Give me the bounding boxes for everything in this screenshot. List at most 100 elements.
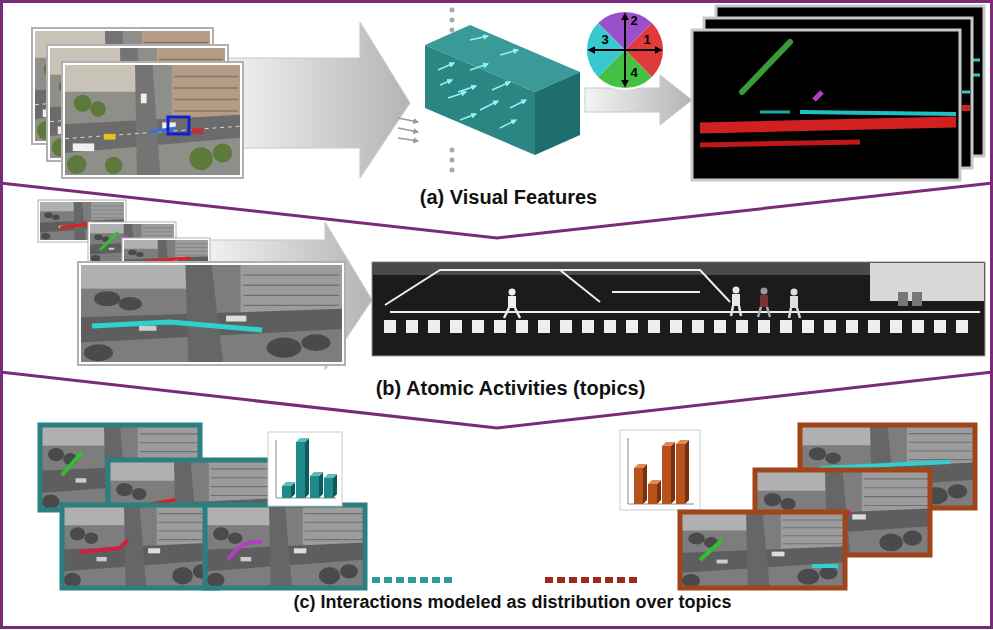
topic-histogram-teal [268, 432, 342, 506]
topic-histogram-teal [282, 482, 295, 486]
crosswalk-scene [428, 320, 440, 333]
interaction-frames-teal [205, 505, 365, 588]
grid-dots [450, 28, 455, 33]
interaction-frames-teal [228, 542, 262, 560]
crosswalk-scene [758, 320, 770, 333]
spatio-temporal-cuboid [440, 80, 452, 85]
panel-band: (b) Atomic Activities (topics) [0, 212, 993, 402]
pedestrian [509, 289, 516, 296]
motion-feature-stack [814, 92, 822, 100]
panel-caption: (a) Visual Features [420, 186, 597, 209]
direction-number: 4 [630, 66, 637, 79]
topic-histogram-teal [268, 432, 342, 506]
crosswalk-scene [692, 320, 704, 333]
ellipsis-dots-brown [593, 577, 601, 583]
panel-caption: (b) Atomic Activities (topics) [376, 377, 646, 400]
pedestrian [791, 289, 798, 296]
pedestrian [761, 288, 768, 295]
grid-dots [450, 18, 455, 23]
spatio-temporal-cuboid [448, 92, 466, 98]
spatio-temporal-cuboid [398, 118, 418, 122]
panel-band: (a) Visual Features [0, 0, 993, 212]
crosswalk-scene [846, 320, 858, 333]
pedestrian [732, 294, 740, 306]
spatio-temporal-cuboid [535, 72, 580, 155]
crosswalk-scene [626, 320, 638, 333]
topic-histogram-brown [685, 440, 689, 504]
spatio-temporal-cuboid [398, 25, 580, 155]
spatio-temporal-cuboid [398, 128, 418, 132]
interaction-frames-brown [680, 512, 845, 588]
crosswalk-scene [802, 320, 814, 333]
pedestrian [504, 287, 800, 319]
spatio-temporal-cuboid [458, 86, 476, 92]
topic-histogram-brown [620, 430, 700, 510]
grid-dots [450, 8, 455, 13]
spatio-temporal-cuboid [470, 36, 488, 40]
topic-histogram-teal [296, 442, 305, 498]
topic-histogram-teal [324, 474, 337, 478]
topic-histogram-brown [643, 464, 647, 504]
grid-dots [450, 148, 455, 153]
ellipsis-dots-brown [569, 577, 577, 583]
ellipsis-dots-brown [545, 577, 637, 583]
crosswalk-scene [898, 292, 908, 306]
video-frame-stack [62, 62, 243, 178]
video-frame-stack [38, 200, 345, 365]
interaction-frames-teal [62, 505, 217, 588]
crosswalk-scene [934, 320, 946, 333]
video-frame-stack [100, 232, 118, 250]
video-frame-stack [81, 265, 342, 362]
crosswalk-scene [780, 320, 792, 333]
crosswalk-scene [582, 320, 594, 333]
spatio-temporal-cuboid [460, 114, 476, 120]
pedestrian [758, 307, 770, 317]
panel-frame [0, 372, 993, 428]
direction-number: 3 [601, 33, 608, 46]
spatio-temporal-cuboid [398, 138, 418, 141]
direction-wheel [585, 10, 665, 90]
ellipsis-dots-teal [372, 577, 380, 583]
crosswalk-scene [406, 320, 418, 333]
motion-feature-stack [700, 122, 956, 128]
topic-histogram-brown [657, 480, 661, 504]
pedestrian [731, 306, 741, 316]
pedestrian [760, 295, 768, 307]
motion-feature-stack [962, 105, 970, 111]
pedestrian [790, 296, 798, 308]
grid-dots [450, 168, 455, 173]
ellipsis-dots-brown [629, 577, 637, 583]
panel-caption: (c) Interactions modeled as distribution… [293, 592, 731, 613]
ellipsis-dots-teal [432, 577, 440, 583]
crosswalk-scene [450, 320, 462, 333]
direction-wheel [589, 49, 625, 51]
interaction-frames-teal [62, 505, 217, 588]
topic-histogram-brown [676, 444, 685, 504]
video-frame-stack [92, 322, 262, 330]
crosswalk-scene [384, 320, 968, 333]
video-frame-stack [32, 28, 243, 178]
interaction-frames-brown [680, 425, 975, 588]
topic-histogram-teal [310, 472, 323, 476]
motion-feature-stack [692, 30, 960, 180]
motion-feature-stack [800, 112, 956, 114]
topic-histogram-brown [662, 446, 671, 504]
topic-histogram-brown [671, 442, 675, 504]
pedestrian [733, 287, 740, 294]
crosswalk-scene [956, 320, 968, 333]
pedestrian [508, 296, 516, 308]
ellipsis-dots-teal [444, 577, 452, 583]
panel-band: (c) Interactions modeled as distribution… [0, 402, 993, 630]
ellipsis-dots-brown [557, 577, 565, 583]
crosswalk-scene [912, 320, 924, 333]
topic-histogram-teal [282, 486, 291, 498]
crosswalk-scene [870, 263, 984, 301]
crosswalk-scene [372, 262, 985, 356]
topic-histogram-brown [648, 484, 657, 504]
direction-wheel [585, 10, 665, 90]
grid-dots [450, 158, 455, 163]
interaction-frames-brown [812, 564, 838, 568]
spatio-temporal-cuboid [500, 50, 518, 55]
